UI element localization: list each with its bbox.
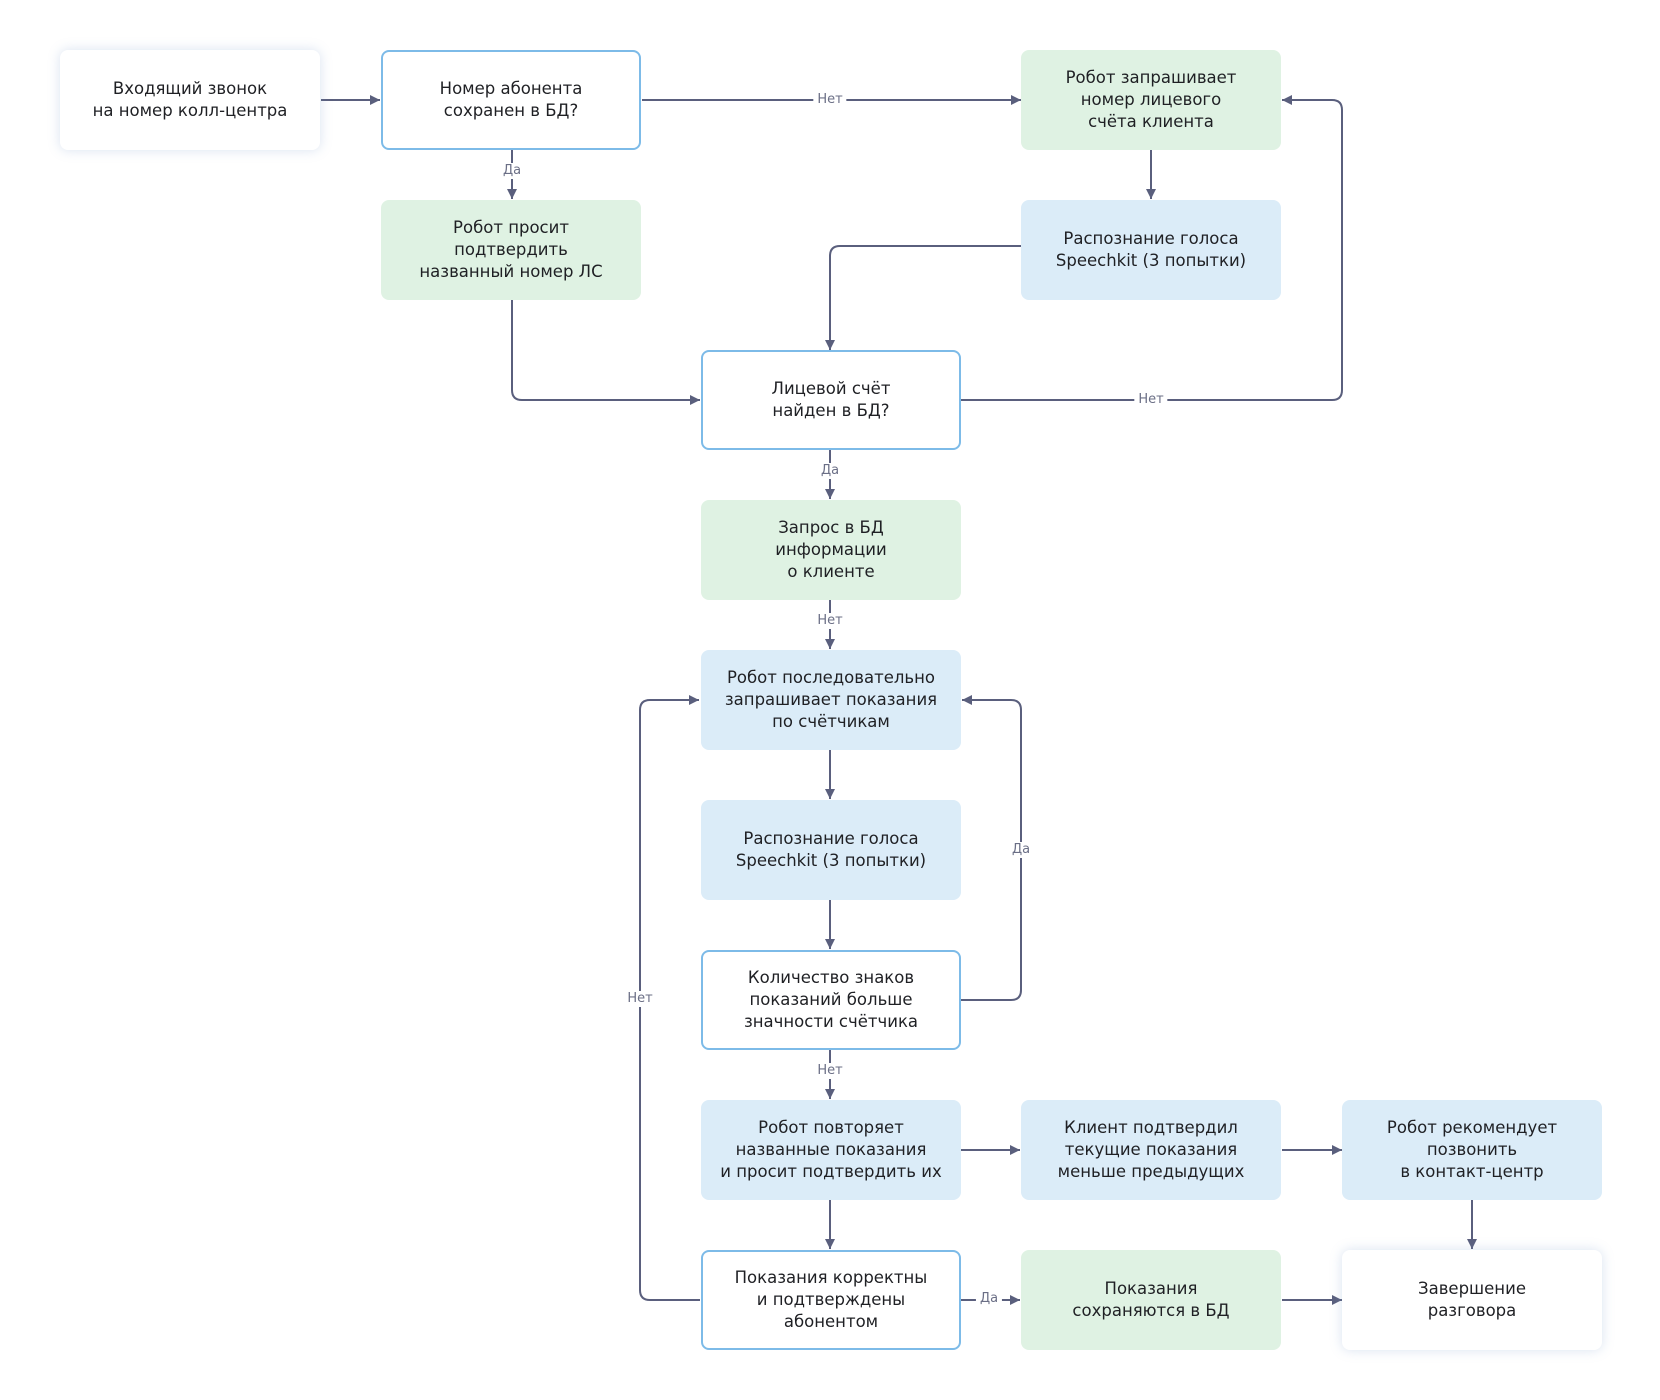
node-query-info: Запрос в БД информации о клиенте — [701, 500, 961, 600]
node-digits-check-decision: Количество знаков показаний больше значн… — [701, 950, 961, 1050]
node-speech-recognition-2: Распознание голоса Speechkit (3 попытки) — [701, 800, 961, 900]
node-ask-account: Робот запрашивает номер лицевого счёта к… — [1021, 50, 1281, 150]
node-client-confirmed-less: Клиент подтвердил текущие показания мень… — [1021, 1100, 1281, 1200]
node-end-call: Завершение разговора — [1342, 1250, 1602, 1350]
node-account-found-decision: Лицевой счёт найден в БД? — [701, 350, 961, 450]
edge-label-yes: Да — [498, 163, 526, 179]
edge-speech-to-account-found — [825, 245, 1021, 350]
edge-confirm-to-account-found — [511, 300, 700, 405]
node-readings-saved: Показания сохраняются в БД — [1021, 1250, 1281, 1350]
node-ask-meters: Робот последовательно запрашивает показа… — [701, 650, 961, 750]
node-confirm-account: Робот просит подтвердить названный номер… — [381, 200, 641, 300]
edge-label-no: Нет — [813, 1063, 847, 1079]
edge-label-no: Нет — [813, 92, 847, 108]
edge-label-no: Нет — [623, 991, 657, 1007]
edge-label-no: Нет — [1134, 392, 1168, 408]
node-readings-correct-decision: Показания корректны и подтверждены абоне… — [701, 1250, 961, 1350]
edge-label-no: Нет — [813, 613, 847, 629]
node-incoming-call: Входящий звонок на номер колл-центра — [60, 50, 320, 150]
edge-label-yes: Да — [816, 463, 844, 479]
node-repeat-readings: Робот повторяет названные показания и пр… — [701, 1100, 961, 1200]
node-recommend-call: Робот рекомендует позвонить в контакт-це… — [1342, 1100, 1602, 1200]
edge-label-yes: Да — [975, 1291, 1003, 1307]
edge-account-found-no — [961, 95, 1343, 401]
edge-label-yes: Да — [1007, 842, 1035, 858]
node-speech-recognition-1: Распознание голоса Speechkit (3 попытки) — [1021, 200, 1281, 300]
node-number-saved-decision: Номер абонента сохранен в БД? — [381, 50, 641, 150]
